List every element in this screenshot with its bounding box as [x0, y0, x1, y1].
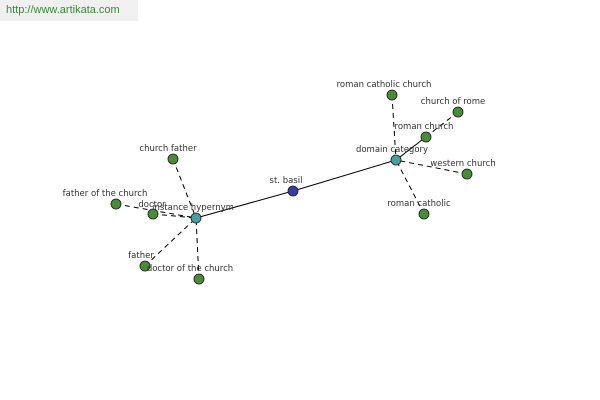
node-doctor-of-church[interactable]: doctor of the church: [147, 264, 233, 285]
node-label-center[interactable]: st. basil: [270, 176, 303, 186]
node-label-doctor-of-church[interactable]: doctor of the church: [147, 264, 233, 274]
node-label-church-father[interactable]: church father: [139, 144, 197, 154]
node-label-roman-catholic-church[interactable]: roman catholic church: [337, 80, 432, 90]
node-hypernym[interactable]: instance hypernym: [152, 203, 234, 224]
url-link[interactable]: http://www.artikata.com: [6, 4, 120, 16]
node-roman-catholic[interactable]: roman catholic: [387, 199, 451, 220]
node-layer: st. basil instance hypernym domain categor…: [63, 80, 496, 285]
node-church-of-rome[interactable]: church of rome: [421, 97, 485, 118]
node-circle-doctor-of-church[interactable]: [193, 273, 205, 285]
edge-roman-catholic-to-domain: [395, 159, 425, 215]
node-label-father[interactable]: father: [128, 251, 154, 261]
edge-roman-catholic-church-to-domain: [391, 94, 397, 161]
edge-doctor-to-hypernym: [152, 213, 197, 219]
node-circle-western-church[interactable]: [461, 168, 473, 180]
node-label-roman-church[interactable]: roman church: [395, 122, 454, 132]
node-label-father-of-church[interactable]: father of the church: [63, 189, 148, 199]
node-circle-roman-church[interactable]: [420, 131, 432, 143]
node-roman-church[interactable]: roman church: [395, 122, 454, 143]
node-circle-domain[interactable]: [390, 154, 402, 166]
edge-church-father-to-hypernym: [172, 158, 197, 219]
node-church-father[interactable]: church father: [139, 144, 197, 165]
url-banner: http://www.artikata.com: [0, 0, 138, 21]
node-circle-church-father[interactable]: [167, 153, 179, 165]
node-roman-catholic-church[interactable]: roman catholic church: [337, 80, 432, 101]
node-label-roman-catholic[interactable]: roman catholic: [387, 199, 451, 209]
edge-doctor-of-church-to-hypernym: [195, 217, 200, 280]
node-circle-roman-catholic[interactable]: [418, 208, 430, 220]
node-center[interactable]: st. basil: [270, 176, 303, 197]
edge-roman-church-to-domain: [395, 136, 427, 161]
node-doctor[interactable]: doctor: [138, 200, 166, 220]
node-label-western-church[interactable]: western church: [430, 159, 495, 169]
node-circle-father[interactable]: [139, 260, 151, 272]
node-circle-church-of-rome[interactable]: [452, 106, 464, 118]
node-father-of-church[interactable]: father of the church: [63, 189, 148, 210]
node-circle-father-of-church[interactable]: [110, 198, 122, 210]
edge-western-church-to-domain: [395, 159, 468, 175]
node-circle-doctor[interactable]: [147, 208, 159, 220]
node-circle-roman-catholic-church[interactable]: [386, 89, 398, 101]
node-western-church[interactable]: western church: [430, 159, 496, 180]
node-label-church-of-rome[interactable]: church of rome: [421, 97, 485, 107]
edge-hypernym-to-center: [195, 190, 294, 219]
node-father[interactable]: father: [128, 251, 154, 272]
edge-domain-to-center: [292, 159, 397, 192]
node-label-hypernym[interactable]: instance hypernym: [152, 203, 234, 213]
node-domain[interactable]: domain category: [356, 145, 428, 166]
edge-father-to-hypernym: [144, 217, 197, 267]
node-circle-hypernym[interactable]: [190, 212, 202, 224]
node-label-domain[interactable]: domain category: [356, 145, 428, 155]
node-label-doctor[interactable]: doctor: [138, 200, 166, 210]
node-circle-center[interactable]: [287, 185, 299, 197]
